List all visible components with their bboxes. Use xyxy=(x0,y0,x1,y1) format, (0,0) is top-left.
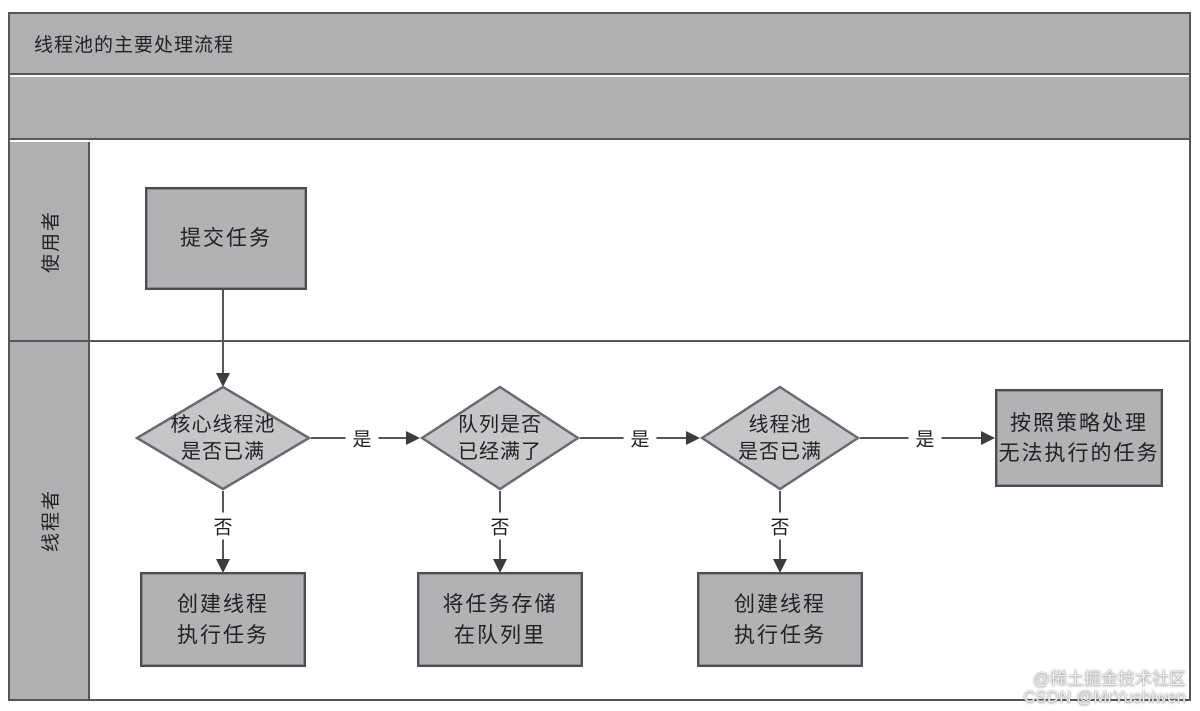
node-label-line2: 是否已满 xyxy=(738,439,822,463)
edge-label-yes2: 是 xyxy=(623,424,657,452)
arrow-head-yes2 xyxy=(686,431,700,445)
node-label-line1: 队列是否 xyxy=(458,412,542,436)
node-label-line2: 执行任务 xyxy=(734,622,826,647)
node-label-line1: 按照策略处理 xyxy=(1010,410,1148,435)
node-label-line2: 已经满了 xyxy=(458,439,542,463)
watermark-line2: CSDN @MrYushiwen xyxy=(1023,687,1186,707)
empty-header-row xyxy=(10,77,1189,140)
watermark-line1: @稀土掘金技术社区 xyxy=(1032,668,1186,688)
lane-label-user: 使用者 xyxy=(40,209,63,273)
arrow-line-submit-down xyxy=(222,290,224,374)
node-label-line1: 创建线程 xyxy=(177,592,269,617)
edge-label-no1: 否 xyxy=(206,512,240,540)
watermark: @稀土掘金技术社区 CSDN @MrYushiwen xyxy=(1023,668,1186,707)
node-label-line1: 核心线程池 xyxy=(170,412,276,436)
node-label-line2: 在队列里 xyxy=(454,622,546,647)
node-label-line2: 无法执行的任务 xyxy=(998,441,1160,465)
edge-label-yes1: 是 xyxy=(345,424,379,452)
arrow-head-yes3 xyxy=(981,431,995,445)
process-policy-reject: 按照策略处理 无法执行的任务 xyxy=(995,389,1163,487)
diamond-shape xyxy=(420,385,580,491)
diamond-shape xyxy=(135,385,311,491)
page-title: 线程池的主要处理流程 xyxy=(34,34,235,56)
title-bar: 线程池的主要处理流程 xyxy=(10,14,1189,75)
process-store-queue: 将任务存储 在队列里 xyxy=(417,572,583,667)
lane-label-thread: 线程者 xyxy=(40,488,63,553)
lane-label-column xyxy=(10,142,90,699)
arrow-head-no2 xyxy=(493,559,507,573)
decision-pool-full: 线程池 是否已满 xyxy=(700,385,860,491)
arrow-head-no3 xyxy=(773,559,787,573)
node-label-line2: 执行任务 xyxy=(177,622,269,647)
lane-separator xyxy=(10,340,1189,342)
node-label-line1: 将任务存储 xyxy=(442,592,558,617)
process-create-thread-1: 创建线程 执行任务 xyxy=(140,572,306,667)
node-label: 提交任务 xyxy=(180,226,272,251)
diamond-shape xyxy=(700,385,860,491)
edge-label-yes3: 是 xyxy=(908,424,942,452)
arrow-head-no1 xyxy=(216,559,230,573)
process-submit-task: 提交任务 xyxy=(145,187,307,290)
arrow-head-yes1 xyxy=(406,431,420,445)
arrow-head-submit-down xyxy=(216,373,230,387)
decision-queue-full: 队列是否 已经满了 xyxy=(420,385,580,491)
edge-label-no3: 否 xyxy=(763,512,797,540)
process-create-thread-2: 创建线程 执行任务 xyxy=(697,572,863,667)
edge-label-no2: 否 xyxy=(483,512,517,540)
decision-core-pool-full: 核心线程池 是否已满 xyxy=(135,385,311,491)
node-label-line1: 创建线程 xyxy=(734,592,826,617)
node-label-line1: 线程池 xyxy=(748,412,812,436)
lanes-body: 使用者 线程者 xyxy=(10,142,1189,699)
node-label-line2: 是否已满 xyxy=(181,439,265,463)
